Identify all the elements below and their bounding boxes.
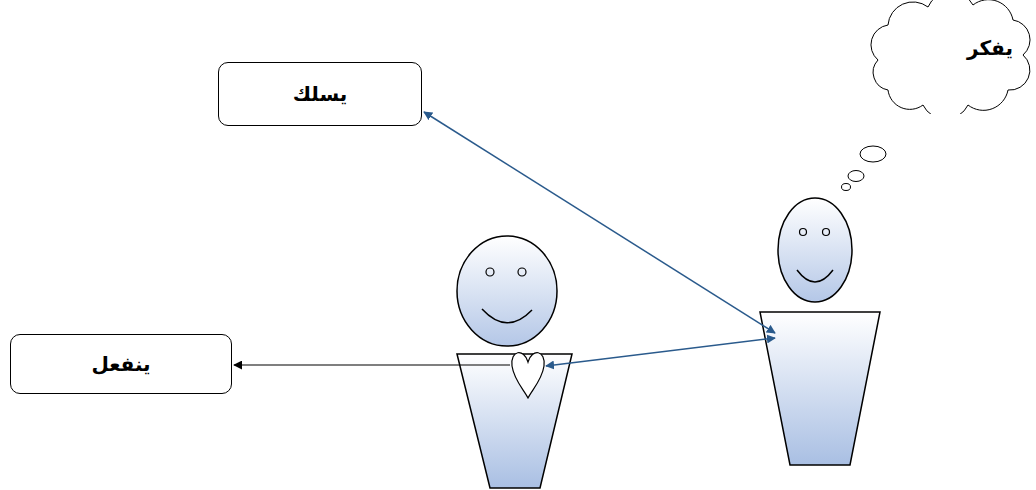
heart-symbol <box>512 353 544 398</box>
person-eye <box>518 268 526 276</box>
person-head <box>457 236 557 346</box>
thought-bubble <box>860 146 886 162</box>
person-eye <box>823 229 830 236</box>
thought-cloud: يفكر <box>848 0 1034 114</box>
node-label: ينفعل <box>91 352 150 376</box>
cloud-outline <box>871 0 1030 114</box>
person-body <box>760 312 880 465</box>
thought-bubble <box>842 184 851 191</box>
label-box: ينفعل <box>10 334 232 394</box>
arrow <box>234 364 510 365</box>
double-arrow <box>424 112 775 333</box>
double-arrow <box>546 338 775 366</box>
node-label: يفكر <box>952 36 1028 60</box>
node-label: يسلك <box>293 82 348 106</box>
person-eye <box>800 229 807 236</box>
person-smile <box>482 309 532 323</box>
person-head <box>778 198 852 302</box>
person-eye <box>486 268 494 276</box>
label-box: يسلك <box>218 62 422 126</box>
thought-bubble <box>848 171 864 182</box>
person-smile <box>797 270 833 282</box>
